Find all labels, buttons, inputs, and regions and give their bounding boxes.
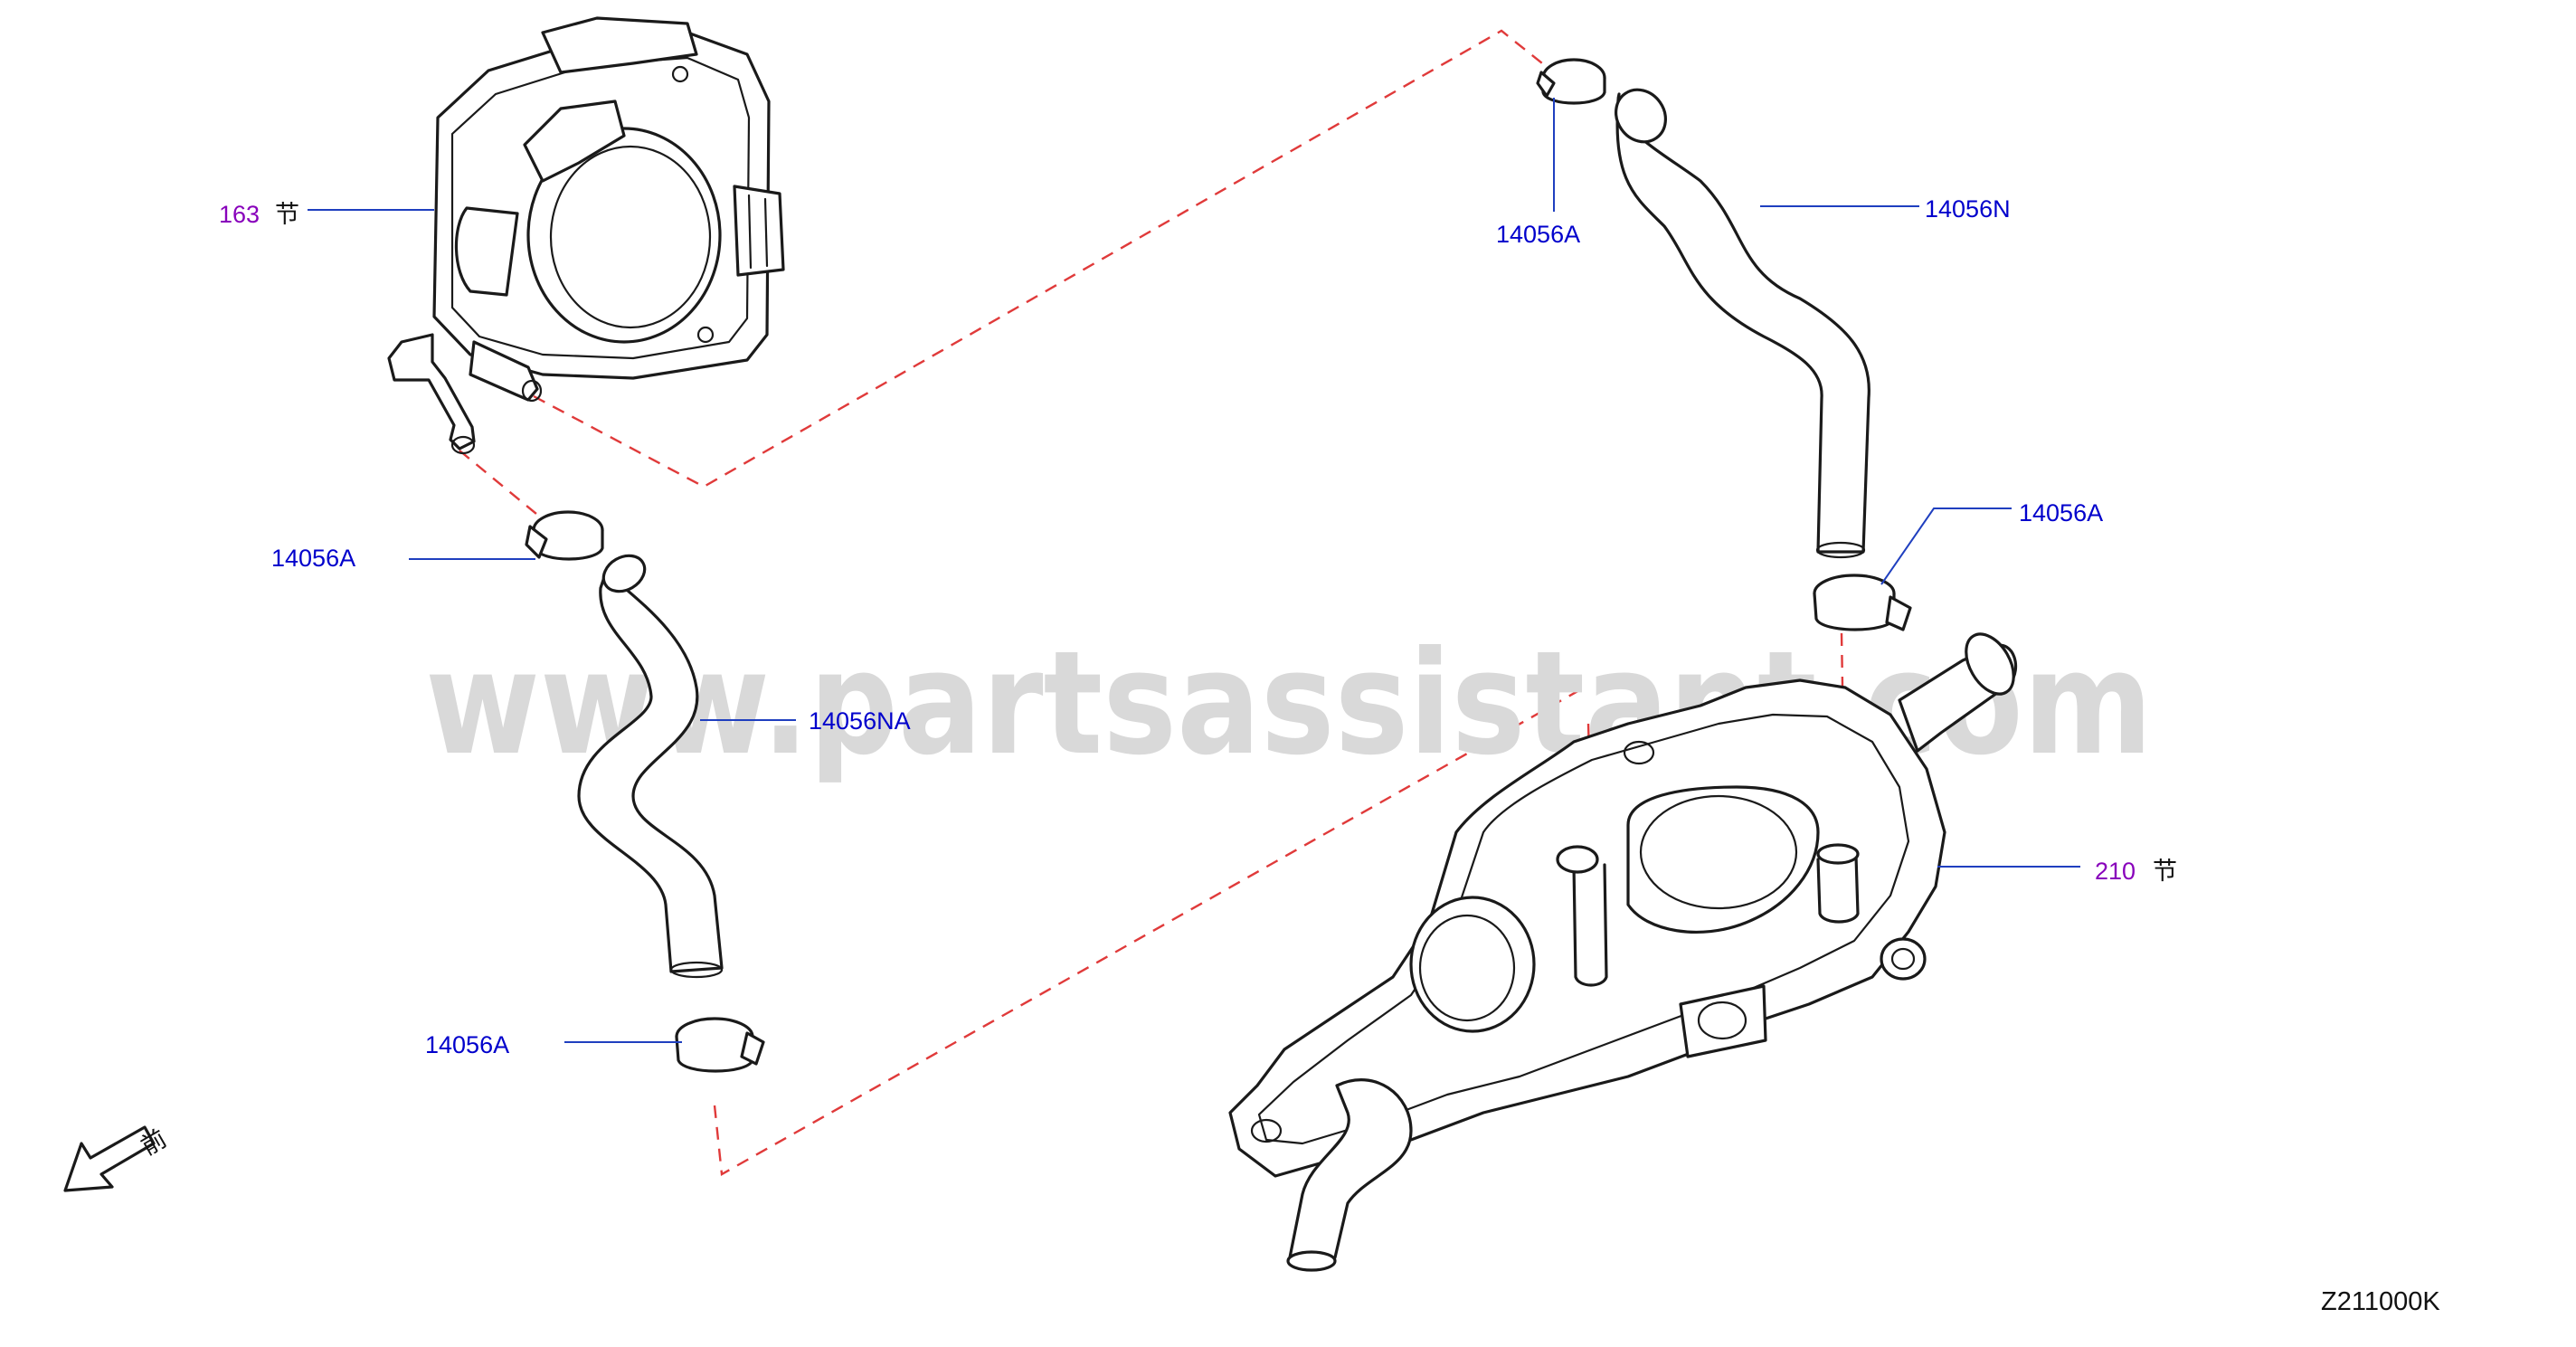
clamp-right — [1813, 574, 1912, 631]
water-outlet — [1228, 632, 2018, 1272]
callout-water-outlet[interactable]: 210 — [2095, 858, 2136, 885]
callout-clamp-left-lower[interactable]: 14056A — [425, 1031, 509, 1058]
callout-hose-lower[interactable]: 14056NA — [809, 707, 911, 735]
callout-throttle-body[interactable]: 163 — [219, 201, 260, 228]
clamp-left-upper — [525, 510, 604, 561]
leader-lines — [308, 98, 2080, 1043]
hose-upper — [1615, 88, 1870, 559]
section-glyph-throttle-body: 节 — [275, 201, 299, 229]
callout-hose-upper[interactable]: 14056N — [1925, 195, 2011, 223]
hose-lower — [577, 554, 724, 979]
front-arrow-icon — [63, 1125, 156, 1192]
section-glyph-water-outlet: 节 — [2153, 858, 2177, 886]
dashed-line-throttle-to-left-clamp — [459, 450, 553, 527]
callout-clamp-right[interactable]: 14056A — [2019, 499, 2103, 526]
dashed-line-throttle-to-top-clamp — [533, 29, 1552, 489]
diagram-code: Z211000K — [2321, 1287, 2440, 1316]
clamp-left-lower — [675, 1017, 765, 1073]
callout-clamp-left-upper[interactable]: 14056A — [271, 545, 355, 572]
dashed-connection-lines — [459, 29, 1847, 1176]
throttle-body — [387, 16, 785, 455]
callout-clamp-top[interactable]: 14056A — [1496, 221, 1580, 248]
callout-labels: 163 节 14056A 14056N 14056A 14056A 14056N… — [137, 195, 2440, 1316]
leader-clamp-right — [1880, 507, 2012, 585]
clamp-top — [1536, 58, 1606, 105]
dashed-line-lower-clamp-to-outlet — [713, 684, 1588, 1176]
